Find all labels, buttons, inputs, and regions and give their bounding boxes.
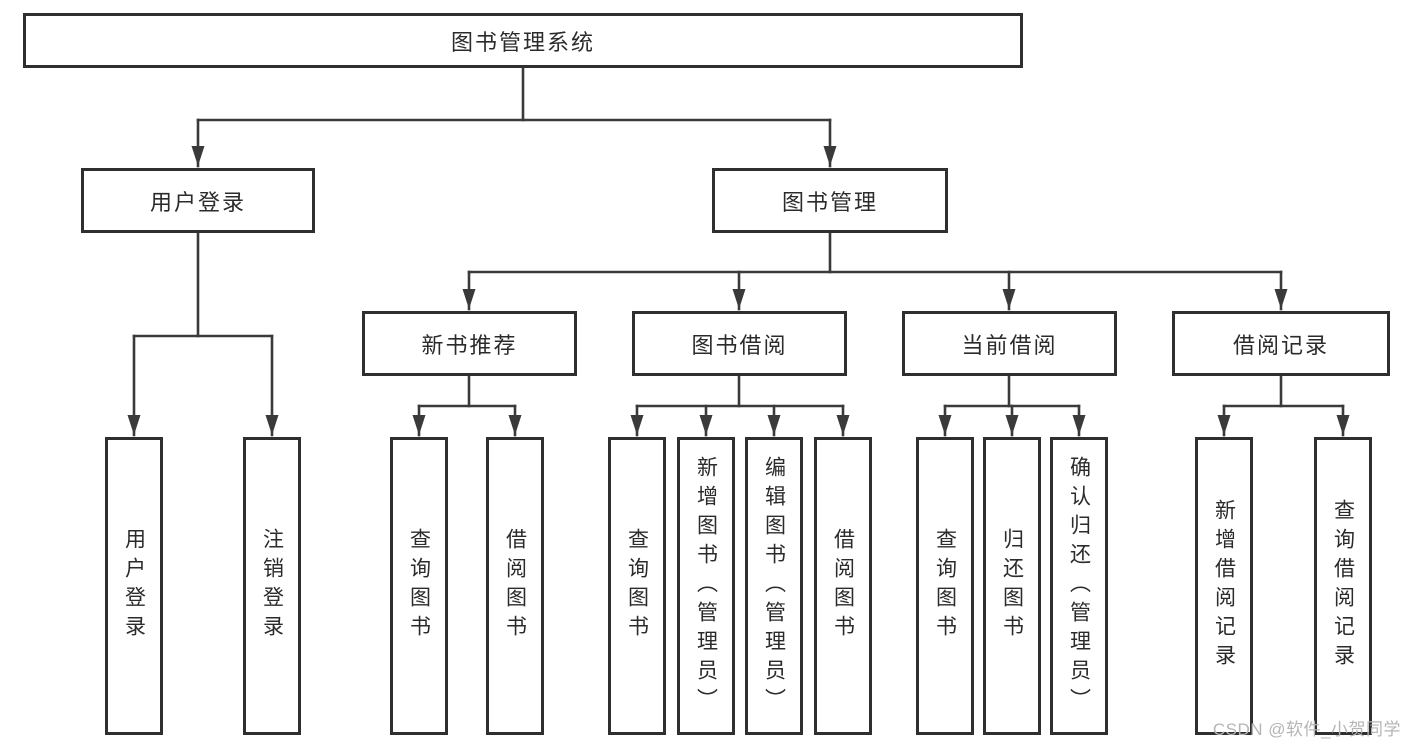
node-label: 新增借阅记录: [1212, 499, 1236, 673]
node-label: 新增图书（管理员）: [694, 455, 718, 717]
edges-user-login: [127, 230, 279, 437]
leaf-borrow-books-borrowing: 借阅图书: [814, 437, 872, 735]
leaf-add-books-admin: 新增图书（管理员）: [677, 437, 735, 735]
leaf-query-books-current: 查询图书: [916, 437, 974, 735]
node-book-borrowing: 图书借阅: [632, 311, 847, 376]
node-book-management: 图书管理: [712, 168, 948, 233]
node-label: 借阅记录: [1232, 332, 1329, 358]
node-label: 借阅图书: [503, 528, 527, 644]
leaf-borrow-books-recommend: 借阅图书: [486, 437, 544, 735]
leaf-edit-books-admin: 编辑图书（管理员）: [745, 437, 803, 735]
node-library-management-system: 图书管理系统: [23, 13, 1023, 68]
node-label: 借阅图书: [831, 528, 855, 644]
node-label: 用户登录: [149, 189, 246, 215]
leaf-query-borrow-record: 查询借阅记录: [1314, 437, 1372, 735]
leaf-query-books-borrowing: 查询图书: [608, 437, 666, 735]
node-label: 注销登录: [260, 528, 284, 644]
node-label: 当前借阅: [961, 332, 1058, 358]
edges-new-book-recommendation: [412, 374, 522, 437]
node-label: 查询图书: [933, 528, 957, 644]
node-label: 归还图书: [1000, 528, 1024, 644]
leaf-confirm-return-admin: 确认归还（管理员）: [1050, 437, 1108, 735]
leaf-add-borrow-record: 新增借阅记录: [1195, 437, 1253, 735]
leaf-return-books: 归还图书: [983, 437, 1041, 735]
node-label: 图书借阅: [691, 332, 788, 358]
watermark: CSDN @软件_小贺同学: [1212, 720, 1401, 739]
leaf-user-login: 用户登录: [105, 437, 163, 735]
edges-current-borrowing: [938, 374, 1086, 437]
node-label: 查询借阅记录: [1331, 499, 1355, 673]
node-label: 确认归还（管理员）: [1067, 455, 1091, 717]
node-label: 图书管理系统: [450, 29, 595, 55]
node-new-book-recommendation: 新书推荐: [362, 311, 577, 376]
node-label: 查询图书: [407, 528, 431, 644]
node-borrowing-records: 借阅记录: [1172, 311, 1390, 376]
edges-borrowing-records: [1217, 374, 1350, 437]
node-label: 图书管理: [781, 189, 878, 215]
leaf-logout: 注销登录: [243, 437, 301, 735]
leaf-query-books-recommend: 查询图书: [390, 437, 448, 735]
node-label: 用户登录: [122, 528, 146, 644]
edges-book-management: [462, 230, 1288, 311]
node-label: 编辑图书（管理员）: [762, 455, 786, 717]
node-label: 查询图书: [625, 528, 649, 644]
node-current-borrowing: 当前借阅: [902, 311, 1117, 376]
edges-book-borrowing: [630, 374, 850, 437]
edges-root: [191, 65, 837, 168]
node-user-login-branch: 用户登录: [81, 168, 315, 233]
node-label: 新书推荐: [421, 332, 518, 358]
